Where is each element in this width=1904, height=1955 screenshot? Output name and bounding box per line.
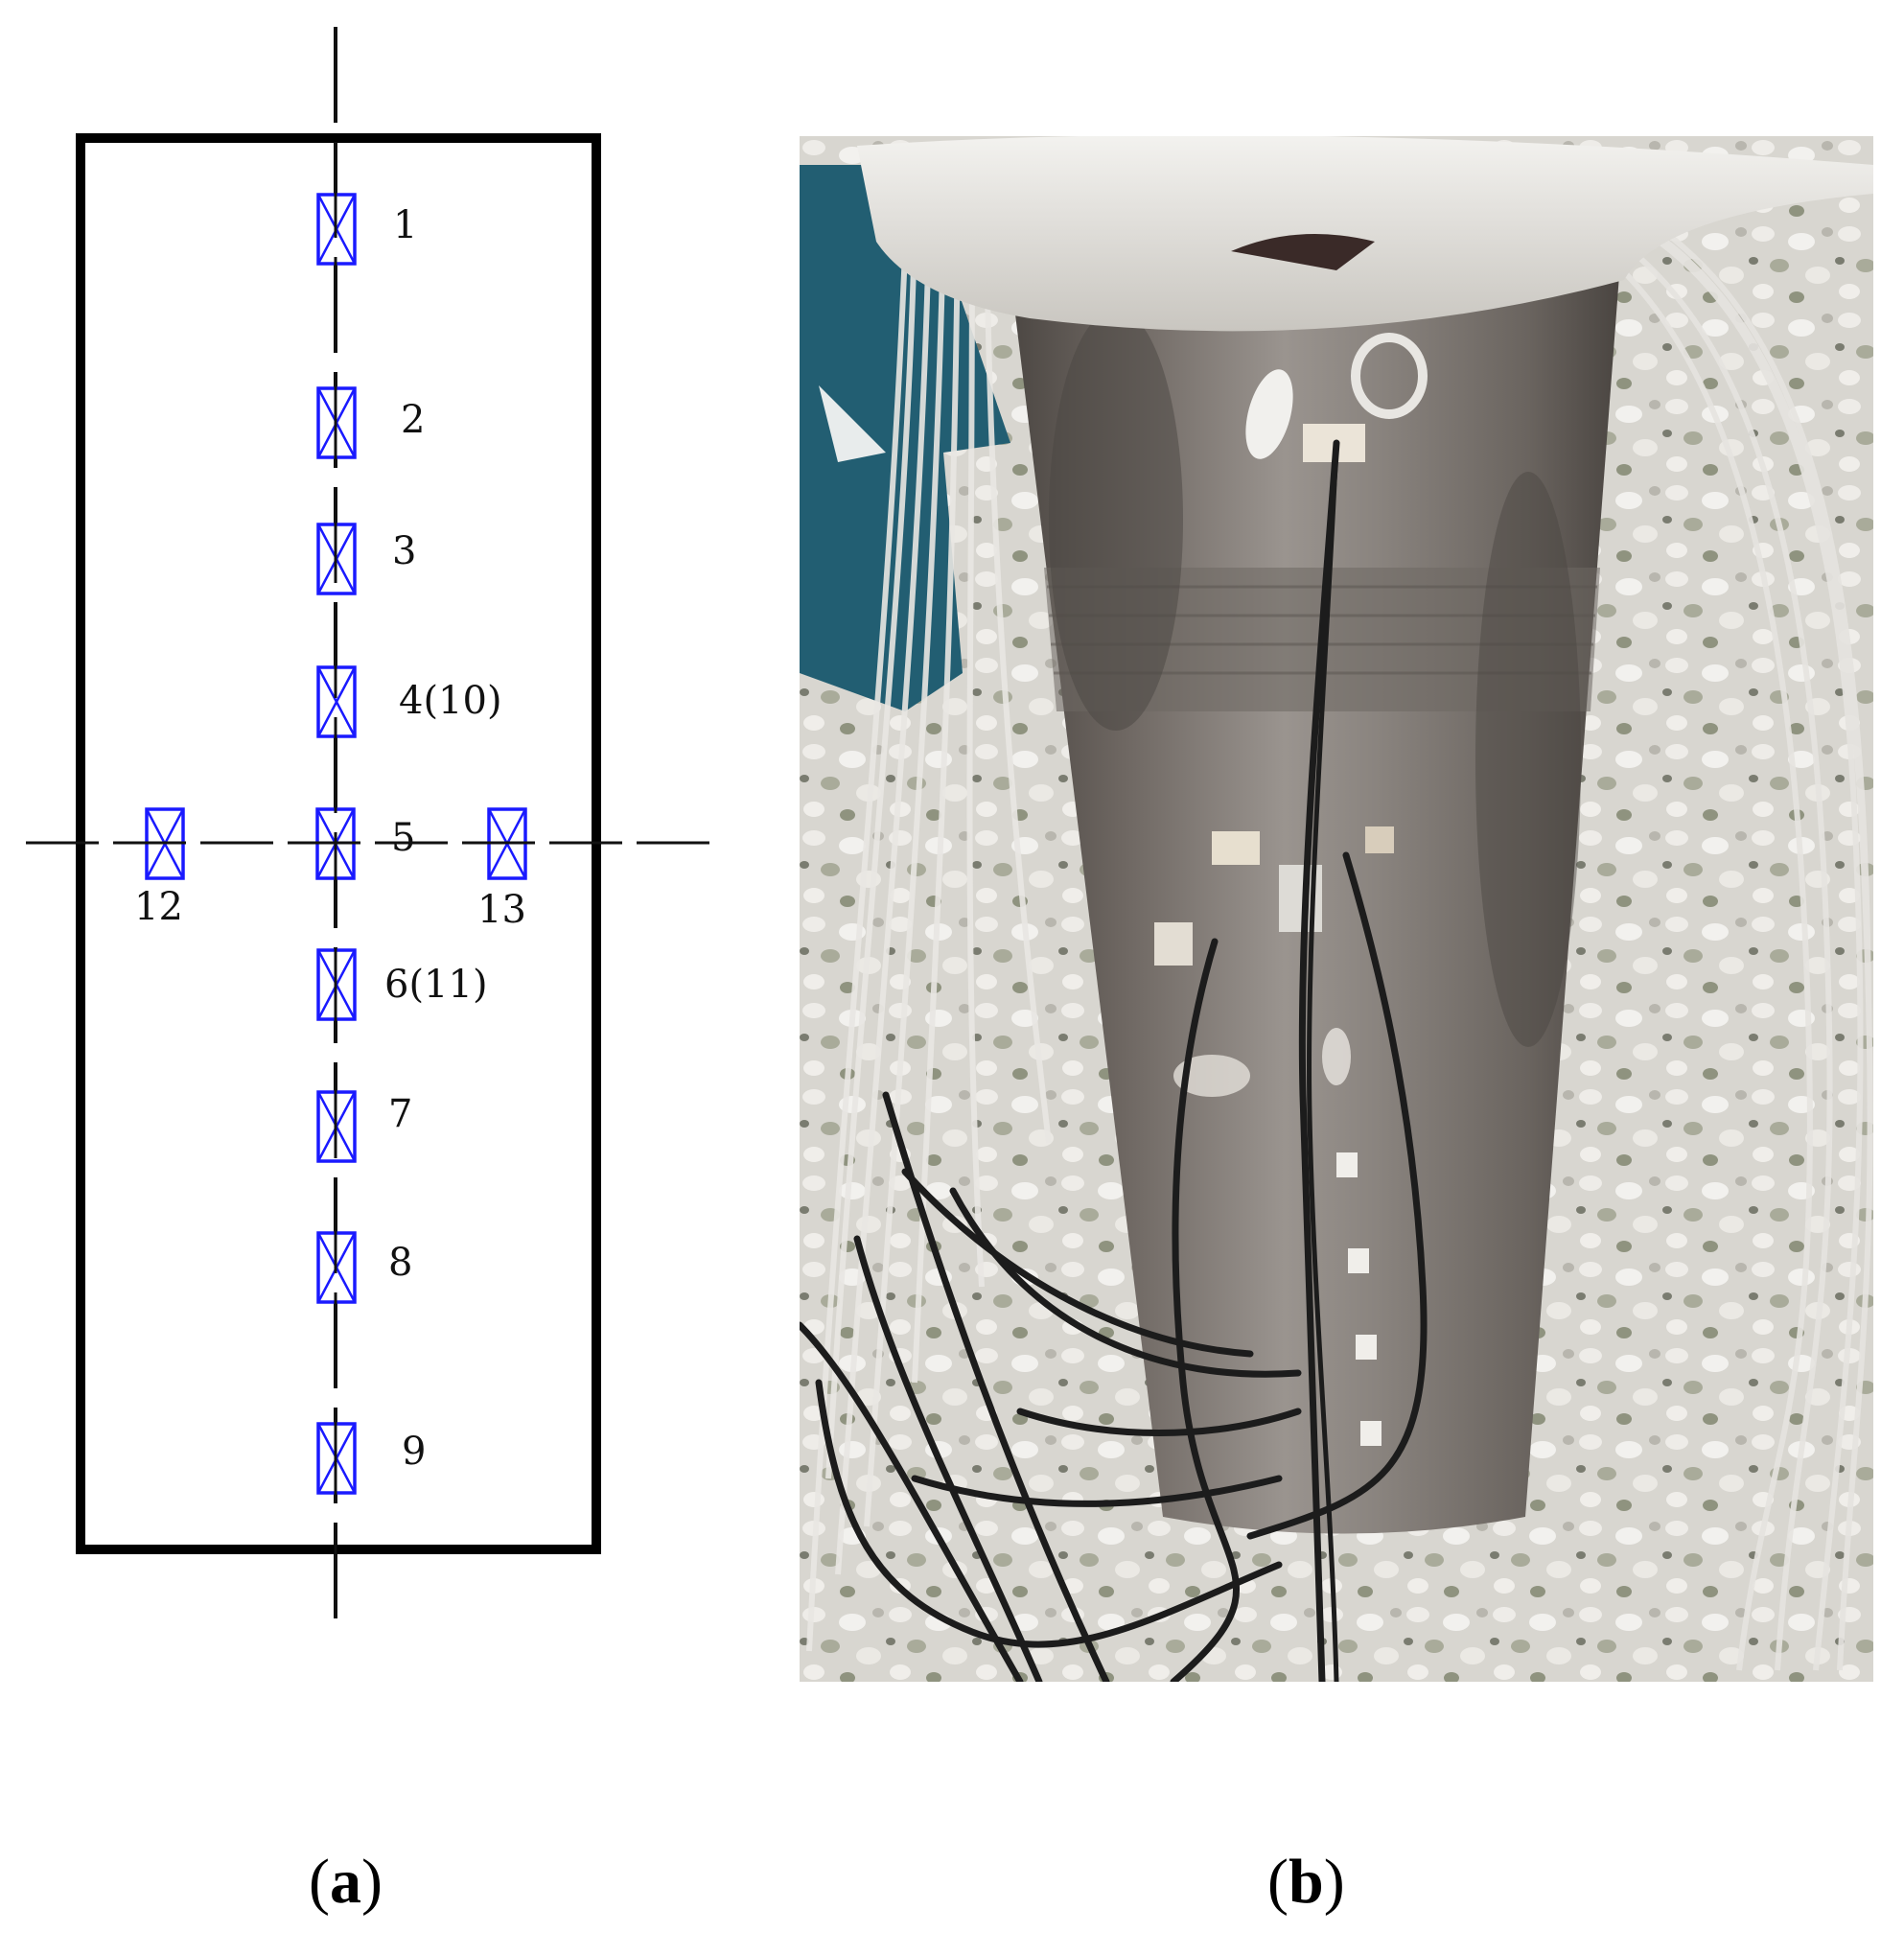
panel-caption-a: (a) <box>309 1850 383 1914</box>
cylinder-dark-patch <box>1049 309 1183 731</box>
caption-paren-close: ) <box>360 1847 383 1917</box>
sensor-label-1: 1 <box>393 203 417 247</box>
wire-wrap-top <box>857 136 1873 332</box>
caption-paren-close: ) <box>1323 1847 1345 1917</box>
cylinder-top-opening <box>1231 234 1375 270</box>
teal-object-highlight <box>819 385 886 462</box>
sensor-label-4: 4(10) <box>399 679 502 723</box>
sensor-label-7: 7 <box>388 1092 412 1136</box>
panel-caption-b: (b) <box>1267 1850 1345 1914</box>
sensor-label-12: 12 <box>134 885 183 929</box>
sensor-label-6: 6(11) <box>384 963 488 1007</box>
sensor-label-5: 5 <box>391 816 415 860</box>
black-lead-wires <box>800 439 1428 1682</box>
sensor-label-13: 13 <box>477 888 526 932</box>
caption-letter: b <box>1288 1847 1324 1917</box>
photo-canvas <box>800 136 1873 1682</box>
sensor-label-3: 3 <box>392 529 416 573</box>
sensor-label-2: 2 <box>401 398 425 442</box>
caption-paren-open: ( <box>1267 1847 1289 1917</box>
white-wire-bundle-right <box>1545 191 1873 1671</box>
specimen-photo <box>800 136 1873 1682</box>
cylinder-dark-patch <box>1475 472 1581 1047</box>
sensor-label-9: 9 <box>402 1430 426 1474</box>
caption-letter: a <box>329 1847 361 1917</box>
caption-paren-open: ( <box>309 1847 330 1917</box>
white-wire-bundle-left <box>806 231 1052 1652</box>
sensor-label-8: 8 <box>388 1241 412 1285</box>
